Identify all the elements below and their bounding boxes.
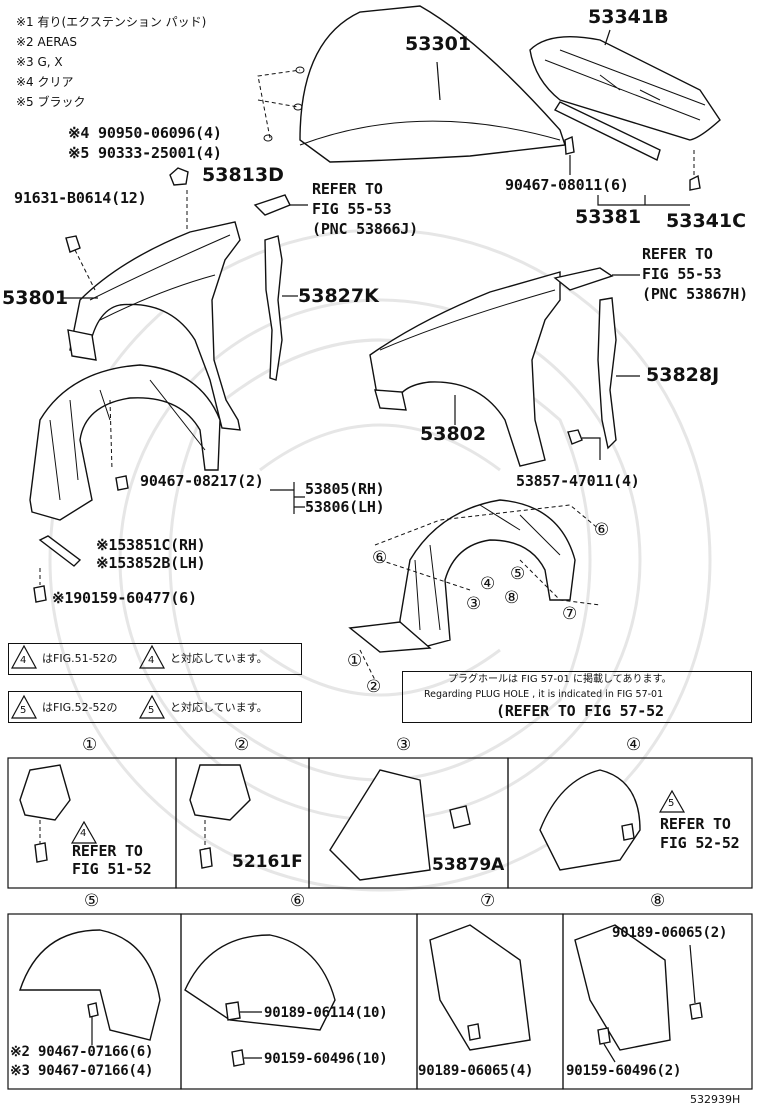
label-53341b[interactable]: 53341B bbox=[588, 6, 669, 28]
detail-header-2: ② bbox=[234, 735, 250, 755]
detail-panels bbox=[7, 757, 753, 1090]
label-53301[interactable]: 53301 bbox=[405, 33, 472, 55]
note-2: ※2 AERAS bbox=[16, 35, 77, 49]
callout-2[interactable]: ② bbox=[366, 677, 382, 697]
label-90467-08011[interactable]: 90467-08011(6) bbox=[505, 176, 629, 194]
label-53857[interactable]: 53857-47011(4) bbox=[516, 472, 640, 490]
label-53802[interactable]: 53802 bbox=[420, 423, 487, 445]
label-90189-06065-b[interactable]: 90189-06065(2) bbox=[612, 925, 728, 941]
detail-4-refer-a: REFER TO bbox=[660, 815, 731, 833]
label-90467-07166-a[interactable]: ※2 90467-07166(6) bbox=[10, 1044, 154, 1060]
extension-pad bbox=[33, 535, 82, 603]
callout-6-right[interactable]: ⑥ bbox=[594, 520, 610, 540]
label-90467-07166-b[interactable]: ※3 90467-07166(4) bbox=[10, 1063, 154, 1079]
note-4: ※4 クリア bbox=[16, 75, 74, 89]
label-91631[interactable]: 91631-B0614(12) bbox=[14, 189, 147, 207]
detail-4-refer-b[interactable]: FIG 52-52 bbox=[660, 834, 740, 852]
detail-header-8: ⑧ bbox=[650, 891, 666, 911]
callout-6-left[interactable]: ⑥ bbox=[372, 548, 388, 568]
plug-hole-jp: プラグホールは FIG 57-01 に掲載してあります。 bbox=[448, 674, 672, 685]
tri-4-num-a: 4 bbox=[20, 655, 27, 666]
detail-sketches bbox=[19, 764, 703, 1067]
ref-5-text: はFIG.52-52の bbox=[42, 701, 118, 714]
left-fender-liner bbox=[29, 364, 305, 521]
cowl-seal-illustration bbox=[529, 29, 721, 141]
label-90189-06065-a[interactable]: 90189-06065(4) bbox=[418, 1063, 534, 1079]
tri-5-num-a: 5 bbox=[20, 705, 27, 716]
detail-header-5: ⑤ bbox=[84, 891, 100, 911]
hood-illustration bbox=[257, 5, 566, 163]
plug-hole-en: Regarding PLUG HOLE , it is indicated in… bbox=[424, 689, 664, 700]
label-53852b[interactable]: ※153852B(LH) bbox=[96, 554, 206, 572]
label-53801[interactable]: 53801 bbox=[2, 287, 69, 309]
detail-header-4: ④ bbox=[626, 735, 642, 755]
label-53827k[interactable]: 53827K bbox=[298, 285, 379, 307]
refer-2-line-c: (PNC 53867H) bbox=[642, 285, 748, 303]
label-90189-06114[interactable]: 90189-06114(10) bbox=[264, 1005, 388, 1021]
note-1: ※1 有り(エクステンション パッド) bbox=[16, 15, 207, 29]
hood-seal-strip bbox=[553, 101, 701, 206]
refer-2-line-b: FIG 55-53 bbox=[642, 265, 722, 283]
label-90159-60496-b[interactable]: 90159-60496(2) bbox=[566, 1063, 682, 1079]
detail-1-refer-a: REFER TO bbox=[72, 842, 143, 860]
label-53341c[interactable]: 53341C bbox=[666, 210, 747, 232]
right-fender-liner bbox=[348, 499, 601, 681]
detail-4-tri-num: 5 bbox=[668, 798, 675, 809]
label-53806[interactable]: 53806(LH) bbox=[305, 498, 385, 516]
detail-1-tri-num: 4 bbox=[80, 828, 87, 839]
label-90159-60496-a[interactable]: 90159-60496(10) bbox=[264, 1051, 388, 1067]
fender-clip bbox=[169, 167, 308, 230]
label-53851c[interactable]: ※153851C(RH) bbox=[96, 536, 206, 554]
callout-5[interactable]: ⑤ bbox=[510, 564, 526, 584]
fender-seal-right bbox=[567, 297, 640, 460]
label-90950[interactable]: ※4 90950-06096(4) bbox=[68, 124, 222, 142]
figure-code: 532939H bbox=[690, 1093, 741, 1106]
label-53813d[interactable]: 53813D bbox=[202, 164, 284, 186]
refer-1-line-a: REFER TO bbox=[312, 180, 383, 198]
ref-box-5 bbox=[8, 691, 302, 723]
note-3: ※3 G, X bbox=[16, 55, 63, 69]
label-53879a[interactable]: 53879A bbox=[432, 855, 505, 875]
ref-5-tail: と対応しています。 bbox=[170, 701, 268, 714]
plug-hole-ref[interactable]: (REFER TO FIG 57-52 bbox=[496, 702, 664, 720]
detail-header-7: ⑦ bbox=[480, 891, 496, 911]
callout-7[interactable]: ⑦ bbox=[562, 604, 578, 624]
ref-4-text: はFIG.51-52の bbox=[42, 652, 118, 665]
fender-seal-left bbox=[264, 235, 298, 381]
right-fender-illustration bbox=[369, 267, 640, 467]
refer-1-line-b: FIG 55-53 bbox=[312, 200, 392, 218]
callout-3[interactable]: ③ bbox=[466, 594, 482, 614]
refer-2-line-a: REFER TO bbox=[642, 245, 713, 263]
detail-header-3: ③ bbox=[396, 735, 412, 755]
label-90333[interactable]: ※5 90333-25001(4) bbox=[68, 144, 222, 162]
tri-4-num-b: 4 bbox=[148, 655, 155, 666]
detail-header-6: ⑥ bbox=[290, 891, 306, 911]
tri-5-num-b: 5 bbox=[148, 705, 155, 716]
ref-4-tail: と対応しています。 bbox=[170, 652, 268, 665]
left-fender-illustration bbox=[62, 221, 241, 431]
label-53828j[interactable]: 53828J bbox=[646, 364, 720, 386]
label-90467-08217[interactable]: 90467-08217(2) bbox=[140, 472, 264, 490]
triangle-markers bbox=[10, 644, 686, 844]
refer-1-line-c: (PNC 53866J) bbox=[312, 220, 418, 238]
label-52161f[interactable]: 52161F bbox=[232, 852, 303, 872]
callout-8[interactable]: ⑧ bbox=[504, 588, 520, 608]
callout-1[interactable]: ① bbox=[347, 651, 363, 671]
detail-header-1: ① bbox=[82, 735, 98, 755]
ref-box-4 bbox=[8, 643, 302, 675]
label-90159-60477[interactable]: ※190159-60477(6) bbox=[52, 589, 197, 607]
detail-1-refer-b[interactable]: FIG 51-52 bbox=[72, 860, 152, 878]
plug-hole-box bbox=[402, 671, 752, 723]
label-53381[interactable]: 53381 bbox=[575, 206, 642, 228]
label-53805[interactable]: 53805(RH) bbox=[305, 480, 385, 498]
callout-4[interactable]: ④ bbox=[480, 574, 496, 594]
note-5: ※5 ブラック bbox=[16, 95, 86, 109]
